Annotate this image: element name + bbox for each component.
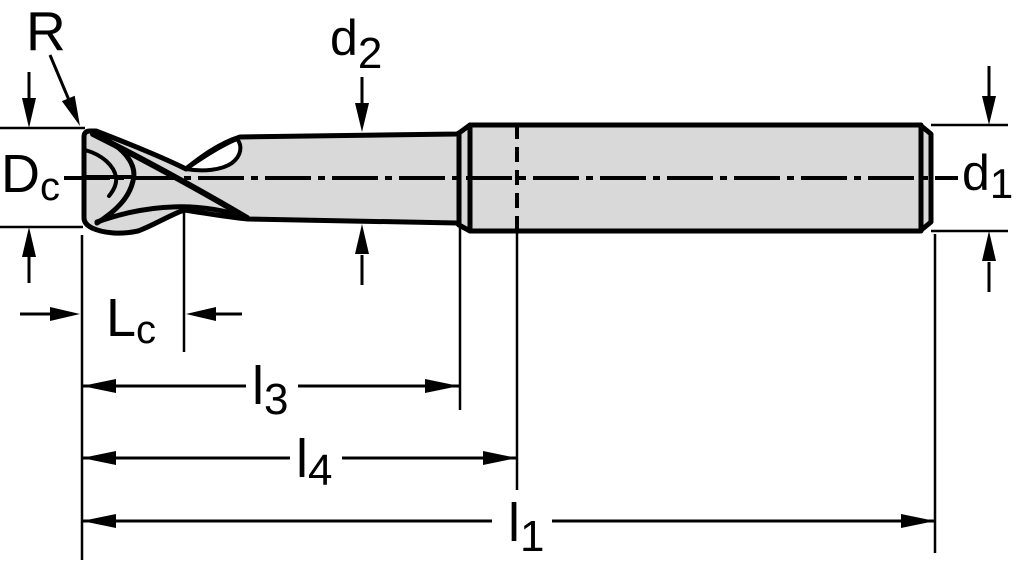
lc-arrow-left-head bbox=[50, 307, 80, 321]
l4-arrow-left-head bbox=[82, 451, 116, 465]
lc-arrow-right-head bbox=[186, 307, 216, 321]
label-cutting-length: Lc bbox=[106, 288, 156, 352]
d1-arrow-top-head bbox=[982, 96, 996, 125]
dimension-shank-diameter: d1 bbox=[962, 66, 1013, 292]
dimension-cutting-diameter: Dc bbox=[1, 72, 60, 283]
l3-arrow-right-head bbox=[425, 379, 459, 393]
r-arrowhead bbox=[61, 95, 80, 126]
extension-lines bbox=[0, 123, 1008, 560]
dc-arrow-top-head bbox=[22, 98, 36, 128]
label-neck-diameter: d2 bbox=[330, 10, 382, 78]
dimension-cutting-length: Lc bbox=[20, 288, 242, 352]
dimension-neck-diameter: d2 bbox=[330, 10, 382, 285]
d1-arrow-bottom-head bbox=[982, 231, 996, 261]
label-shank-diameter: d1 bbox=[962, 145, 1013, 207]
dimension-l1: l1 bbox=[82, 493, 935, 561]
flute-edge-lower bbox=[94, 204, 250, 225]
dimension-l3: l3 bbox=[82, 356, 459, 424]
d2-arrow-top-head bbox=[355, 103, 369, 132]
dimension-corner-radius: R bbox=[26, 0, 80, 126]
d2-arrow-bottom-head bbox=[355, 224, 369, 254]
l1-arrow-right-head bbox=[901, 514, 935, 528]
label-l3: l3 bbox=[252, 356, 288, 424]
end-cutting-edge-arc bbox=[94, 132, 137, 226]
flute-groove bbox=[184, 137, 243, 173]
label-cutting-diameter: Dc bbox=[1, 144, 60, 209]
l1-arrow-left-head bbox=[82, 514, 116, 528]
label-l4: l4 bbox=[296, 429, 332, 495]
dimension-l4: l4 bbox=[82, 429, 517, 495]
dc-arrow-bottom-head bbox=[22, 227, 36, 257]
label-corner-radius: R bbox=[26, 0, 66, 62]
l3-arrow-left-head bbox=[82, 379, 116, 393]
l4-arrow-right-head bbox=[483, 451, 517, 465]
label-l1: l1 bbox=[508, 493, 544, 561]
